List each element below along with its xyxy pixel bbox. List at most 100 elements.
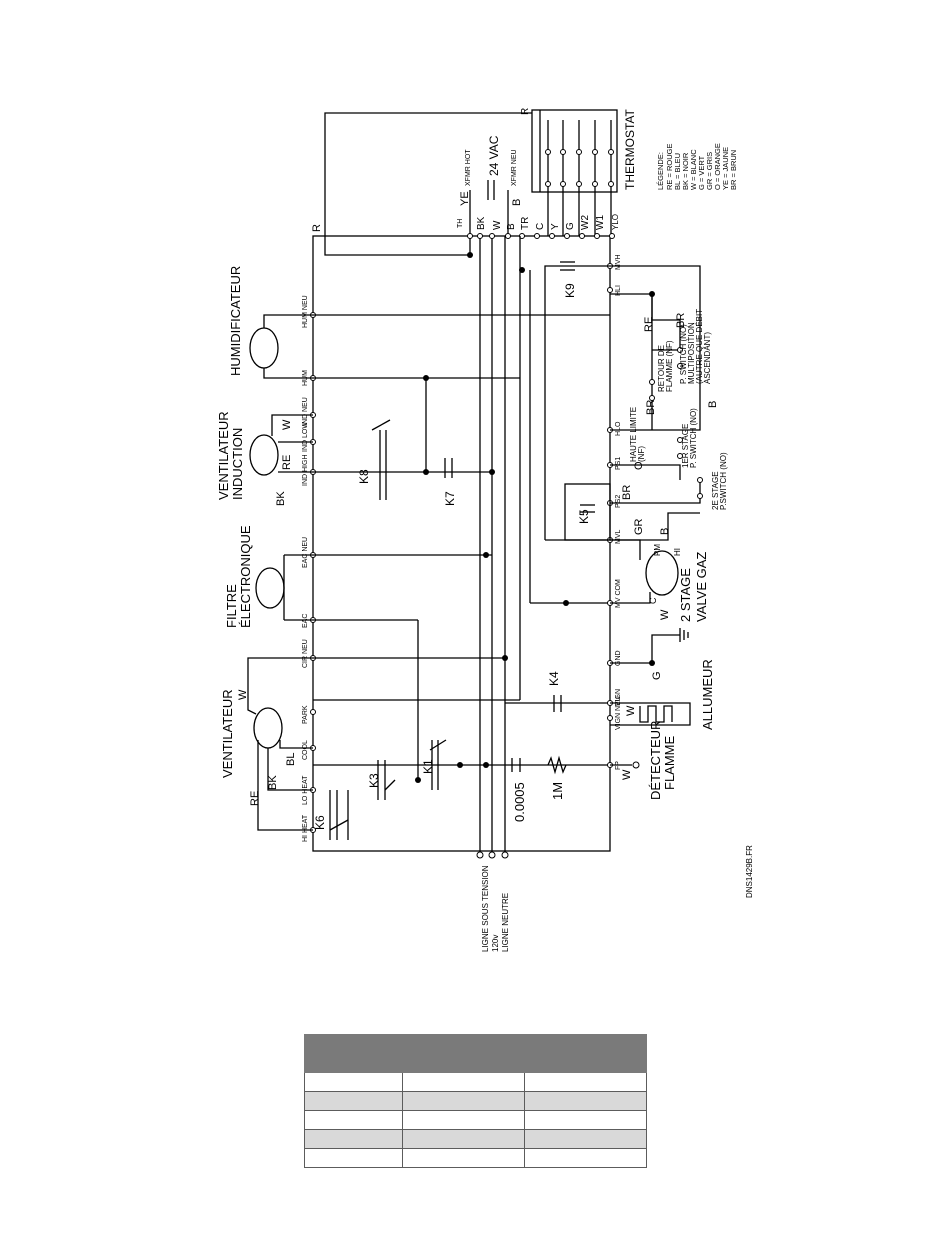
- relay-k7: K6: [313, 790, 349, 840]
- table-cell: [304, 1129, 403, 1149]
- term-tr: TR: [520, 217, 531, 230]
- legend-item: O = ORANGE: [713, 143, 722, 190]
- term-y: Y: [550, 223, 561, 230]
- relay-k4-label: K4: [547, 671, 561, 686]
- legend: LÉGENDE: RE = ROUGE BL = BLEU BK = NOIR …: [656, 143, 738, 190]
- detector-label-2: FLAMME: [662, 736, 677, 791]
- thermostat: THERMOSTAT R: [520, 108, 637, 236]
- ps-1er-label-1: 1ER STAGE: [681, 424, 690, 468]
- legend-item: BK = NOIR: [681, 152, 690, 190]
- table-cell: [524, 1091, 647, 1111]
- haute-label-2: (NF): [637, 446, 646, 462]
- relay-k1: K1: [415, 739, 463, 790]
- term-hum-neu: HUM NEU: [302, 295, 309, 328]
- legend-item: G = VERT: [697, 155, 706, 190]
- table-cell: [402, 1148, 525, 1168]
- table-row: [304, 1072, 647, 1092]
- ps-1er-label-2: P. SWITCH (NO): [689, 408, 698, 468]
- ye-wire-label: YE: [459, 191, 471, 206]
- blower-label: VENTILATEUR: [220, 689, 235, 778]
- relay-k8-label: K8: [357, 469, 371, 484]
- switch-chain: RE BR BR O BR B RETOUR DE FLAMME (NF) HA…: [610, 265, 728, 541]
- table-cell: [524, 1129, 647, 1149]
- relay-k1-label: K1: [421, 759, 435, 774]
- term-ind-neu: IND NEU: [302, 397, 309, 426]
- b-wire-label-valve: B: [659, 528, 671, 535]
- table-cell: [402, 1072, 525, 1092]
- w-wire-label-fp: W: [621, 769, 633, 780]
- w-wire-label-ind: W: [281, 419, 293, 430]
- term-hlo: HLO: [615, 421, 622, 436]
- top-right-terminals: TH BK W B TR C Y G W2 W1 YLO: [457, 214, 620, 239]
- igniter-label: ALLUMEUR: [700, 659, 715, 730]
- term-vign: VIGN: [615, 689, 622, 706]
- relay-k9-label: K9: [563, 283, 577, 298]
- ps-multi-label-1: P. SWITCH (NO): [679, 324, 688, 384]
- top-terminals: FP VIGN NEU VIGN GND MV COM MVL PS2 PS1 …: [607, 254, 622, 770]
- table-row: [304, 1091, 647, 1111]
- xfmr-neu-label: XFMR NEU: [511, 149, 518, 186]
- term-eac: EAC: [302, 614, 309, 628]
- inducer-label-2: INDUCTION: [230, 428, 245, 500]
- table-header-cell: [304, 1034, 525, 1073]
- igniter: W ALLUMEUR: [610, 659, 715, 730]
- flame-circuit: 0.0005 1M: [511, 755, 567, 822]
- legend-item: RE = ROUGE: [665, 144, 674, 190]
- term-ps1: PS1: [615, 457, 622, 470]
- ps-2e-label-1: 2E STAGE: [711, 471, 720, 510]
- transformer-label: 24 VAC: [487, 135, 501, 176]
- term-mv-com: MV COM: [615, 579, 622, 608]
- detector-label-1: DÉTECTEUR: [648, 721, 663, 800]
- pm-label: PM: [653, 544, 662, 556]
- term-gnd: GND: [615, 650, 622, 666]
- wiring-diagram: LIGNE SOUS TENSION 120v LIGNE NEUTRE THE…: [216, 108, 754, 952]
- bk-wire-label-ind: BK: [275, 491, 287, 506]
- legend-item: YE = JAUNE: [721, 147, 730, 190]
- ps-2e-label-2: P.SWITCH (NO): [719, 452, 728, 510]
- thermostat-r-label: R: [520, 108, 531, 115]
- term-ind-high: IND HIGH: [302, 455, 309, 487]
- legend-item: GR = GRIS: [705, 152, 714, 190]
- table-cell: [304, 1091, 403, 1111]
- br-wire-label-switch: BR: [675, 313, 687, 328]
- table-row: [304, 1129, 647, 1149]
- retour-label-2: FLAMME (NF): [665, 340, 674, 392]
- re-wire-label: RE: [249, 791, 261, 806]
- line-hot-label: LIGNE SOUS TENSION: [481, 865, 490, 952]
- inducer-label-1: VENTILATEUR: [216, 411, 231, 500]
- table-cell: [402, 1091, 525, 1111]
- b-wire-label-xfmr: B: [511, 199, 523, 206]
- term-w2: W2: [580, 215, 591, 230]
- electronic-filter: FILTRE ÉLECTRONIQUE: [224, 525, 313, 628]
- table-row: [304, 1148, 647, 1168]
- relay-k6-label: K7: [443, 491, 457, 506]
- r-wire-label: R: [311, 224, 323, 232]
- term-ps2: PS2: [615, 495, 622, 508]
- thermostat-label: THERMOSTAT: [623, 108, 637, 190]
- relay-k9: K9: [544, 261, 610, 540]
- term-hli: HLI: [615, 285, 622, 296]
- w-wire-label-valve: W: [659, 609, 671, 620]
- w-wire-label-blower: W: [237, 689, 249, 700]
- legend-item: BR = BRUN: [729, 150, 738, 190]
- term-th: TH: [457, 219, 464, 228]
- hi-label: HI: [673, 548, 682, 556]
- term-bk: BK: [476, 216, 487, 230]
- term-w1: W1: [595, 215, 606, 230]
- g-wire-label: G: [651, 671, 663, 680]
- relay-k5: K5: [545, 483, 611, 541]
- term-eac-neu: EAC NEU: [302, 537, 309, 568]
- ground: G: [610, 628, 689, 680]
- table-cell: [524, 1072, 647, 1092]
- term-g: G: [565, 222, 576, 230]
- relay-k5-label: K5: [577, 509, 591, 524]
- table-header-row: [304, 1034, 647, 1073]
- table-header-cell: [524, 1034, 647, 1073]
- specification-table: [304, 1034, 647, 1168]
- valve-label-1: 2 STAGE: [678, 568, 693, 622]
- legend-item: W = BLANC: [689, 149, 698, 190]
- term-b: B: [506, 223, 517, 230]
- resistor-label: 1M: [550, 782, 565, 800]
- inducer-motor: VENTILATEUR INDUCTION BK RE W: [216, 411, 313, 506]
- br-wire-label-switch-2: BR: [645, 400, 657, 415]
